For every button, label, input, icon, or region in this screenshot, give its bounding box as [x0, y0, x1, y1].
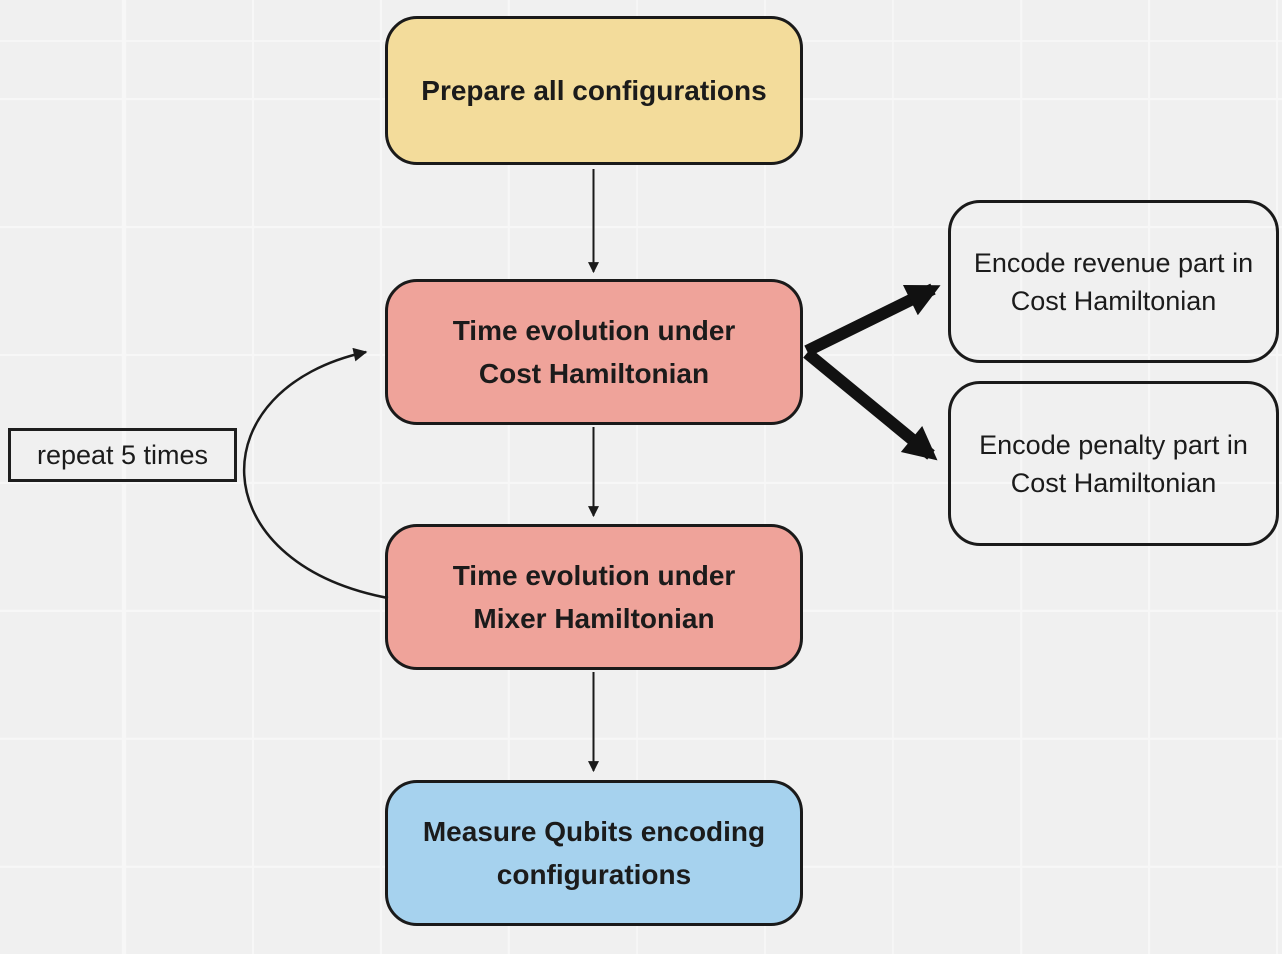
node-label-line1: Time evolution under [452, 560, 736, 591]
loop-count-label: repeat 5 times [8, 428, 237, 482]
node-label-line1: Encode revenue part in [973, 247, 1254, 278]
node-time-evolution-mixer-hamiltonian: Time evolution under Mixer Hamiltonian [385, 524, 803, 670]
node-label-line1: Measure Qubits encoding [422, 816, 766, 847]
node-label: Prepare all configurations [421, 75, 767, 106]
loop-arrow-mixer-to-cost [243, 347, 389, 600]
thick-arrow-cost-to-revenue [804, 283, 941, 357]
node-encode-revenue: Encode revenue part in Cost Hamiltonian [948, 200, 1279, 363]
thick-arrow-cost-to-penalty [803, 348, 938, 461]
node-label-line1: Encode penalty part in [979, 429, 1248, 460]
node-encode-penalty: Encode penalty part in Cost Hamiltonian [948, 381, 1279, 546]
node-label-line2: Cost Hamiltonian [1010, 285, 1217, 316]
node-time-evolution-cost-hamiltonian: Time evolution under Cost Hamiltonian [385, 279, 803, 425]
loop-label-text: repeat 5 times [36, 439, 209, 470]
node-prepare-configurations: Prepare all configurations [385, 16, 803, 165]
node-label-line2: Cost Hamiltonian [1010, 467, 1217, 498]
node-label-line1: Time evolution under [452, 315, 736, 346]
node-label-line2: configurations [496, 859, 692, 890]
node-measure-qubits: Measure Qubits encoding configurations [385, 780, 803, 926]
node-label-line2: Cost Hamiltonian [478, 358, 710, 389]
node-label-line2: Mixer Hamiltonian [473, 603, 715, 634]
